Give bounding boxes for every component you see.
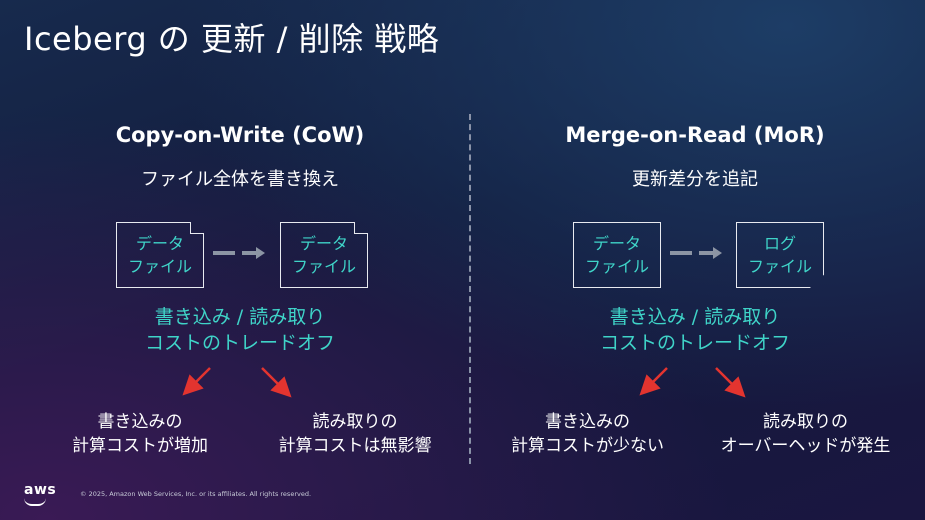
slide-title: Iceberg の 更新 / 削除 戦略	[24, 20, 440, 58]
cow-source-file-icon: データ ファイル	[116, 222, 204, 288]
mor-arrow-shaft	[699, 251, 713, 255]
cow-heading: Copy-on-Write (CoW)	[115, 123, 365, 147]
mor-arrow-dash	[670, 251, 692, 255]
mor-log-file-label-1: ログ	[763, 234, 796, 253]
cow-arrow-shaft	[242, 251, 256, 255]
cow-arrow-dash	[213, 251, 235, 255]
cow-tradeoff-line-1: 書き込み / 読み取り	[154, 306, 326, 328]
mor-write-cost-line-1: 書き込みの	[545, 412, 630, 432]
mor-read-cost-line-2: オーバーヘッドが発生	[720, 436, 891, 456]
cow-target-file-label-1: データ	[299, 234, 348, 253]
cow-tradeoff-line-2: コストのトレードオフ	[144, 332, 335, 354]
mor-down-right-arrow-icon	[715, 367, 746, 398]
mor-down-left-arrow-icon	[639, 367, 668, 396]
mor-log-file-label-2: ファイル	[747, 257, 812, 276]
cow-write-cost-line-1: 書き込みの	[97, 412, 183, 432]
cow-source-file-label-2: ファイル	[127, 257, 192, 276]
cow-source-file-label-1: データ	[135, 234, 184, 253]
mor-source-file-label-1: データ	[592, 234, 641, 253]
cow-target-file-icon: データ ファイル	[280, 222, 368, 288]
cow-write-cost-line-2: 計算コストが増加	[72, 436, 208, 456]
mor-tradeoff-line-1: 書き込み / 読み取り	[609, 306, 781, 328]
cow-read-cost-line-2: 計算コストは無影響	[278, 436, 432, 456]
mor-source-file-label-2: ファイル	[584, 257, 649, 276]
mor-log-file-icon: ログ ファイル	[736, 222, 824, 288]
mor-write-cost-line-2: 計算コストが少ない	[511, 436, 664, 456]
cow-read-cost-line-1: 読み取りの	[312, 412, 398, 432]
mor-read-cost-line-1: 読み取りの	[763, 412, 848, 432]
cow-target-file-label-2: ファイル	[291, 257, 356, 276]
aws-smile-icon	[24, 498, 46, 506]
cow-write-cost-text: 書き込みの 計算コストが増加	[40, 410, 240, 458]
mor-arrow-right-icon	[713, 247, 722, 259]
copyright-notice: © 2025, Amazon Web Services, Inc. or its…	[80, 490, 312, 498]
cow-subheading: ファイル全体を書き換え	[141, 169, 339, 190]
mor-tradeoff-line-2: コストのトレードオフ	[599, 332, 790, 354]
mor-heading: Merge-on-Read (MoR)	[565, 123, 825, 147]
cow-down-left-arrow-icon	[182, 367, 211, 396]
aws-logo: aws	[24, 482, 57, 498]
cow-tradeoff-text: 書き込み / 読み取り コストのトレードオフ	[110, 304, 370, 356]
cow-down-right-arrow-icon	[261, 367, 292, 398]
mor-write-cost-text: 書き込みの 計算コストが少ない	[485, 410, 690, 458]
mor-subheading: 更新差分を追記	[632, 169, 758, 190]
column-divider	[469, 114, 471, 464]
mor-read-cost-text: 読み取りの オーバーヘッドが発生	[693, 410, 918, 458]
cow-read-cost-text: 読み取りの 計算コストは無影響	[250, 410, 460, 458]
cow-arrow-right-icon	[256, 247, 265, 259]
mor-source-file-icon: データ ファイル	[573, 222, 661, 288]
mor-tradeoff-text: 書き込み / 読み取り コストのトレードオフ	[565, 304, 825, 356]
